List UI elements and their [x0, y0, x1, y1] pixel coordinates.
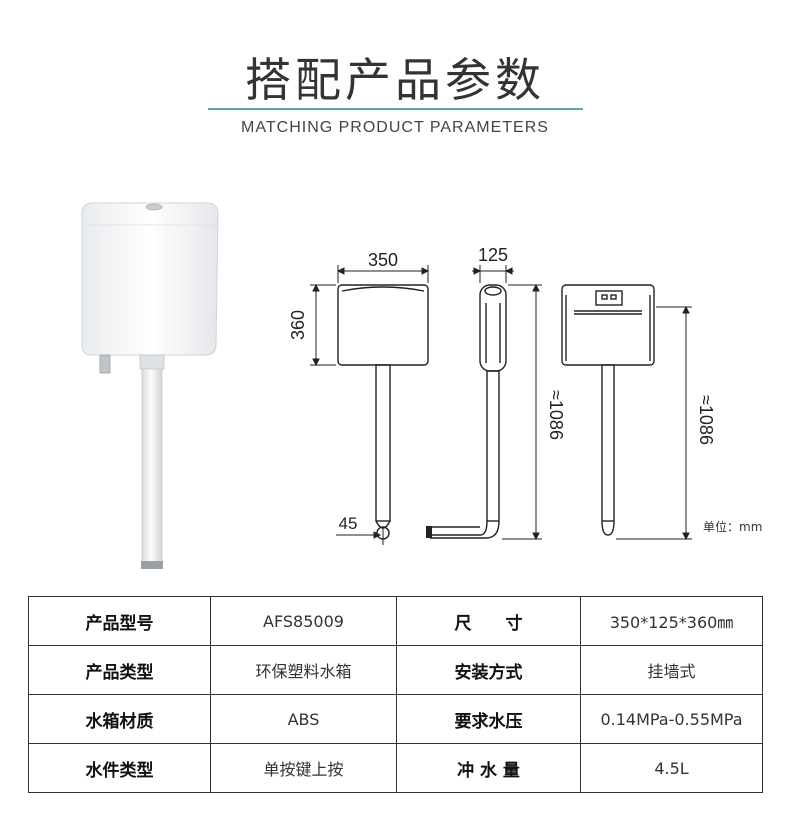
- table-row: 水箱材质 ABS 要求水压 0.14MPa-0.55MPa: [28, 694, 763, 744]
- title-divider: [208, 108, 583, 110]
- spec-value: 环保塑料水箱: [210, 645, 397, 695]
- page-title: 搭配产品参数: [245, 53, 545, 107]
- spec-key: 要求水压: [396, 694, 581, 744]
- spec-value: 0.14MPa-0.55MPa: [580, 694, 763, 744]
- table-row: 水件类型 单按键上按 冲 水 量 4.5L: [28, 743, 763, 793]
- table-row: 产品类型 环保塑料水箱 安装方式 挂墙式: [28, 645, 763, 695]
- spec-key: 产品型号: [28, 596, 211, 646]
- spec-key: 水箱材质: [28, 694, 211, 744]
- pipe-offset-label: 45: [339, 514, 358, 533]
- spec-value: ABS: [210, 694, 397, 744]
- spec-value: AFS85009: [210, 596, 397, 646]
- unit-note: 单位：mm: [703, 520, 763, 534]
- dimension-diagram: 350 360 45 125 ≈10: [288, 245, 716, 545]
- spec-key: 安装方式: [396, 645, 581, 695]
- spec-key: 水件类型: [28, 743, 211, 793]
- total-height-label-side: ≈1086: [546, 390, 566, 440]
- height-dimension-label: 360: [288, 310, 308, 340]
- spec-value: 4.5L: [580, 743, 763, 793]
- front-view: [337, 284, 429, 540]
- depth-dimension-label: 125: [478, 245, 508, 265]
- width-dimension-label: 350: [368, 250, 398, 270]
- page-subtitle: MATCHING PRODUCT PARAMETERS: [241, 119, 549, 136]
- spec-value: 350*125*360㎜: [580, 596, 763, 646]
- spec-value: 挂墙式: [580, 645, 763, 695]
- table-row: 产品型号 AFS85009 尺 寸 350*125*360㎜: [28, 596, 763, 646]
- spec-key: 产品类型: [28, 645, 211, 695]
- spec-key: 冲 水 量: [396, 743, 581, 793]
- side-view: [429, 284, 507, 539]
- side-pipe-cap: [426, 526, 432, 538]
- spec-key: 尺 寸: [396, 596, 581, 646]
- spec-value: 单按键上按: [210, 743, 397, 793]
- back-view: [561, 284, 655, 536]
- product-photo: [81, 202, 219, 569]
- total-height-label-back: ≈1086: [696, 395, 716, 445]
- spec-table: 产品型号 AFS85009 尺 寸 350*125*360㎜ 产品类型 环保塑料…: [28, 596, 763, 793]
